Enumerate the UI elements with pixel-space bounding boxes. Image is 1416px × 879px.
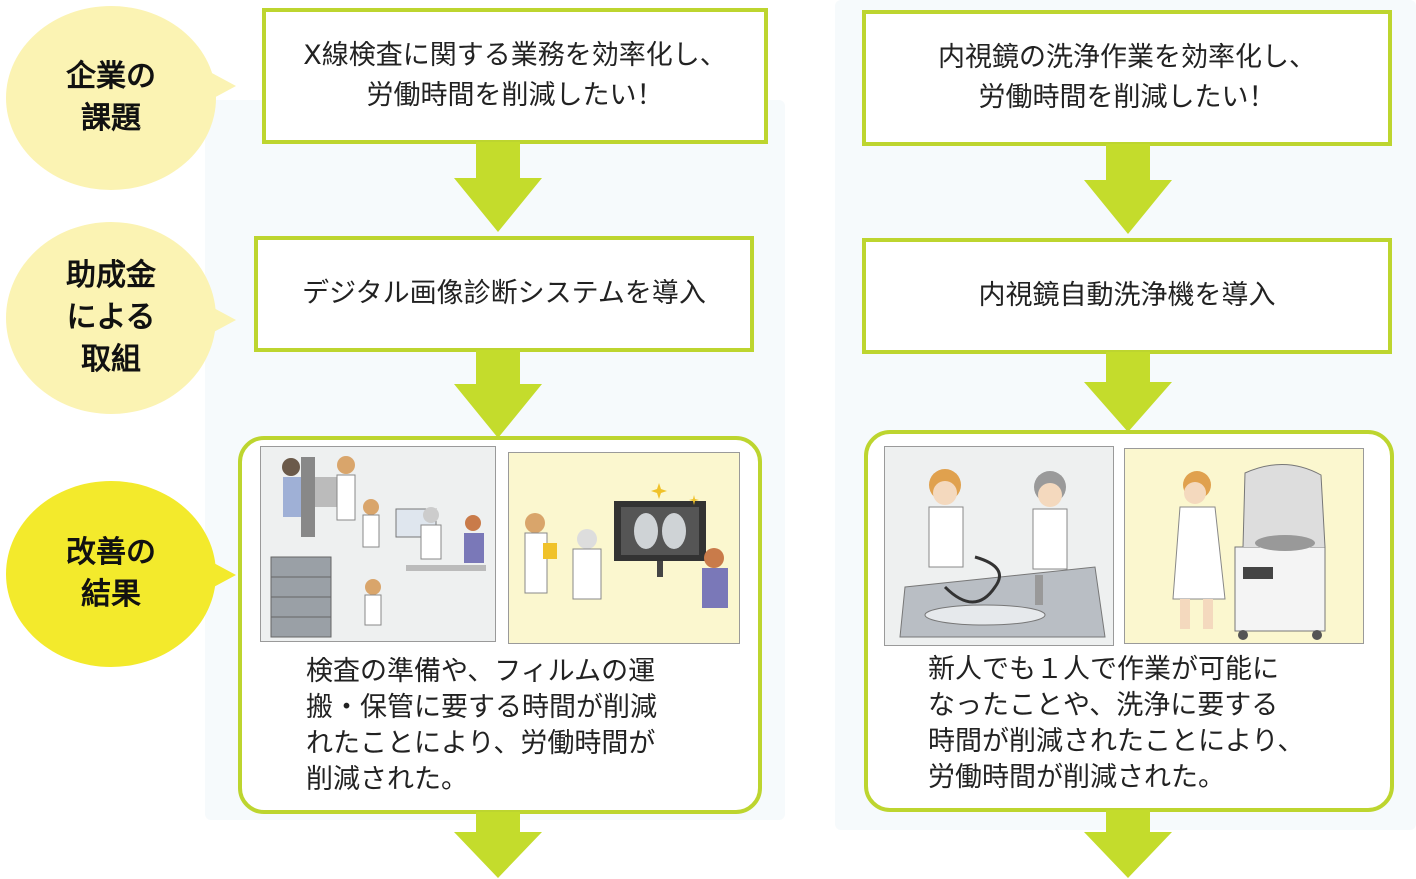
- auto-washer-image: [1172, 464, 1326, 640]
- challenge-label: 企業の 課題: [66, 59, 156, 136]
- left-initiative-text: デジタル画像診断システムを導入: [302, 278, 706, 309]
- right-arrow-3: [1084, 810, 1172, 878]
- result-label: 改善の 結果: [66, 535, 156, 612]
- right-illustration-auto-washer: [1124, 448, 1364, 644]
- right-challenge-text: 内視鏡の洗浄作業を効率化し、 労働時間を削減したい！: [938, 42, 1316, 113]
- manual-washing-image: [899, 469, 1106, 638]
- right-result-text: 新人でも１人で作業が可能に なったことや、洗浄に要する 時間が削減されたことによ…: [928, 654, 1305, 793]
- right-illustration-manual-washing: [884, 446, 1114, 646]
- initiative-label: 助成金 による 取組: [66, 258, 156, 377]
- left-result-text: 検査の準備や、フィルムの運 搬・保管に要する時間が削減 れたことにより、労働時間…: [306, 656, 657, 795]
- initiative-label-bubble: 助成金 による 取組: [6, 222, 236, 414]
- xray-room-image: [270, 456, 486, 638]
- left-arrow-3: [454, 812, 542, 878]
- left-challenge-text: X線検査に関する業務を効率化し、 労働時間を削減したい！: [303, 40, 727, 111]
- challenge-label-bubble: 企業の 課題: [6, 6, 236, 190]
- initiative-bubble-tail: [210, 306, 236, 334]
- right-challenge-box: 内視鏡の洗浄作業を効率化し、 労働時間を削減したい！: [862, 10, 1392, 146]
- left-arrow-1: [454, 142, 542, 232]
- challenge-bubble-tail: [210, 72, 236, 100]
- result-label-bubble: 改善の 結果: [6, 481, 236, 667]
- right-arrow-1: [1084, 144, 1172, 234]
- right-arrow-2: [1084, 352, 1172, 432]
- right-initiative-box: 内視鏡自動洗浄機を導入: [862, 238, 1392, 354]
- result-bubble-tail: [210, 561, 236, 589]
- left-initiative-box: デジタル画像診断システムを導入: [254, 236, 754, 352]
- left-illustration-digital-diagnosis: [508, 452, 740, 644]
- left-arrow-2: [454, 350, 542, 438]
- left-illustration-xray-room: [260, 446, 496, 642]
- left-challenge-box: X線検査に関する業務を効率化し、 労働時間を削減したい！: [262, 8, 768, 144]
- right-initiative-text: 内視鏡自動洗浄機を導入: [978, 280, 1276, 311]
- digital-diagnosis-image: [524, 483, 728, 608]
